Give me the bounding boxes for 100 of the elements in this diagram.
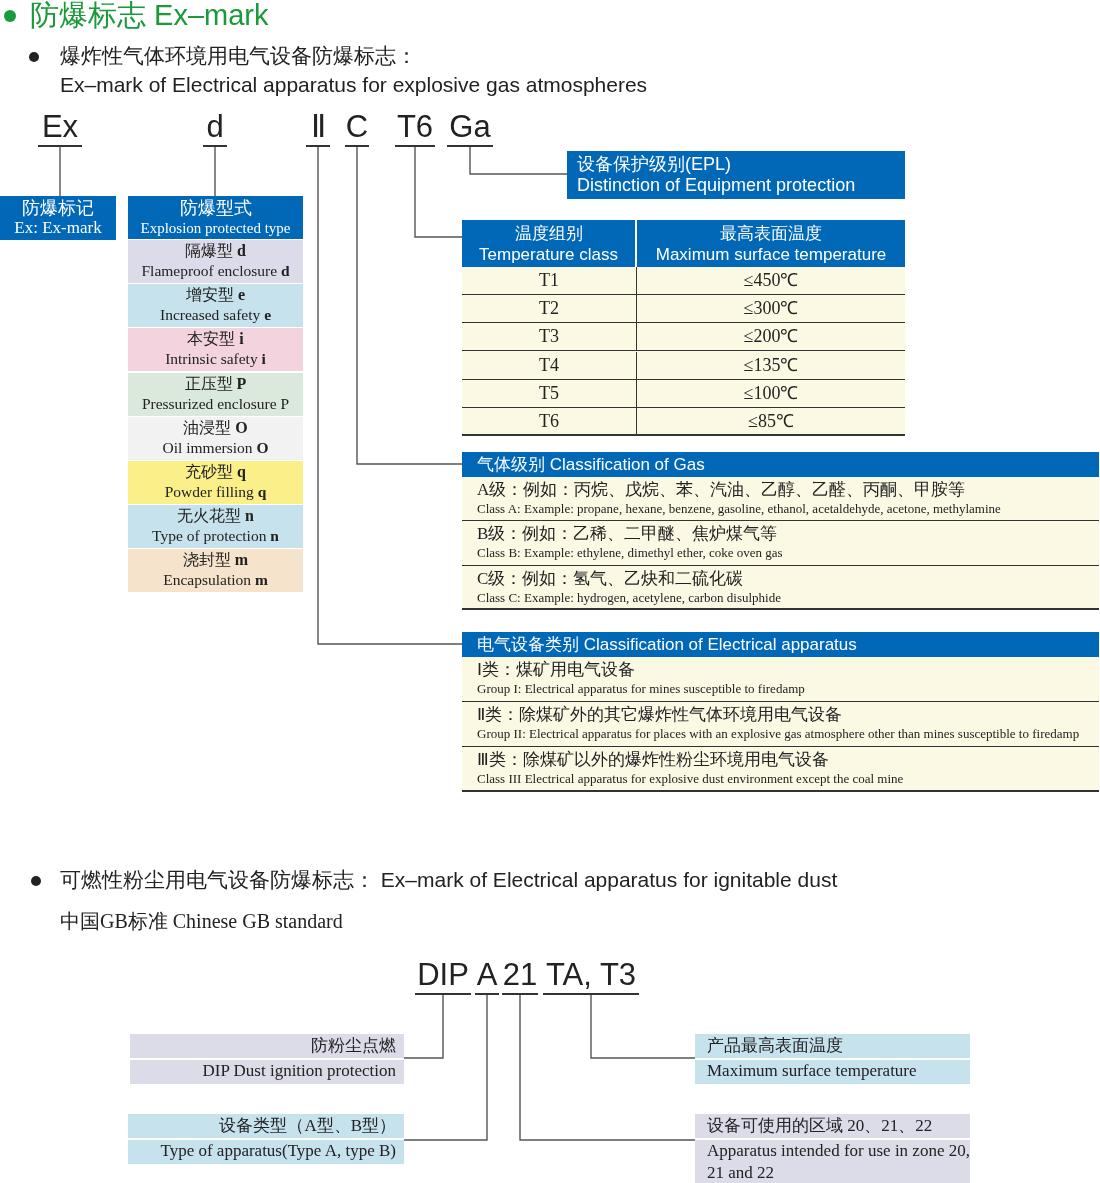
table-cell: T1 [462, 267, 637, 296]
row-title: 浇封型 m [181, 550, 250, 570]
table-cell: T6 [462, 407, 637, 436]
leader-line [403, 994, 488, 1141]
table-cell: T2 [462, 295, 637, 324]
leader-line [317, 146, 463, 645]
mark-code: DIP [415, 958, 471, 995]
row-title: 本安型 i [186, 329, 245, 349]
panel-header: 气体级别 Classification of Gas [462, 452, 1099, 477]
row-subtitle: Type of protection n [151, 526, 280, 546]
header-cell: 温度组别 Temperature class [462, 220, 637, 267]
table-cell: T4 [462, 351, 637, 380]
table-cell: ≤450℃ [637, 267, 905, 296]
row-note: Class A: Example: propane, hexane, benzene, gasoline, ethanol, acetaldehyde, acetone, methylamine [462, 500, 1099, 522]
type-row [128, 417, 303, 460]
classification-panel [462, 632, 1099, 792]
mark-code: Ⅱ [306, 110, 330, 147]
type-row [128, 284, 303, 327]
table-cell: ≤135℃ [637, 351, 905, 380]
label-text: Apparatus intended for use in zone 20, 21 and 22 [695, 1138, 970, 1183]
row-text: B级：例如：乙稀、二甲醚、焦炉煤气等 [476, 523, 779, 546]
label-text: Maximum surface temperature [695, 1058, 970, 1082]
label-text: 设备可使用的区域 20、21、22 [706, 1115, 934, 1137]
box-subtitle: Distinction of Equipment protection [577, 175, 856, 195]
row-subtitle: Increased safety e [159, 305, 272, 325]
label-box [130, 1034, 404, 1084]
mark-code: TA, T3 [543, 958, 639, 995]
row-title: 正压型 P [183, 374, 248, 394]
classification-panel [462, 452, 1099, 610]
page-title: 防爆标志 Ex–mark [30, 0, 269, 33]
row-title: 隔爆型 d [184, 241, 247, 261]
label-text: 产品最高表面温度 [706, 1035, 844, 1057]
row-title: 充砂型 q [184, 462, 247, 482]
mark-code: 21 [502, 958, 538, 995]
row-note: Class C: Example: hydrogen, acetylene, carbon disulphide [462, 588, 1099, 610]
subheading: 中国GB标准 Chinese GB standard [60, 909, 343, 934]
label-text: 防粉尘点燃 [310, 1035, 397, 1057]
row-note: Group I: Electrical apparatus for mines susceptible to firedamp [462, 680, 1099, 702]
table-cell: ≤85℃ [637, 407, 905, 436]
row-title: 油浸型 O [182, 418, 249, 438]
table-cell: ≤300℃ [637, 295, 905, 324]
row-title: 无火花型 n [176, 506, 255, 526]
label-box [128, 1114, 404, 1164]
header-box [567, 151, 905, 199]
subheading: 可燃性粉尘用电气设备防爆标志： Ex–mark of Electrical apparatus for ignitable dust [60, 867, 838, 893]
leader-line [590, 994, 696, 1059]
header-cell: 最高表面温度 Maximum surface temperature [637, 220, 905, 267]
row-subtitle: Encapsulation m [162, 570, 269, 590]
subheading: 爆炸性气体环境用电气设备防爆标志： [60, 43, 417, 69]
row-subtitle: Flameproof enclosure d [140, 261, 291, 281]
label-text: DIP Dust ignition protection [130, 1058, 404, 1082]
row-subtitle: Intrinsic safety i [164, 349, 267, 369]
type-row [128, 373, 303, 416]
header-box [0, 196, 116, 240]
leader-line [469, 146, 568, 175]
type-row [128, 461, 303, 504]
label-box [695, 1114, 970, 1183]
leader-line [414, 146, 463, 238]
mark-code: C [345, 110, 369, 147]
subheading: Ex–mark of Electrical apparatus for explosive gas atmospheres [60, 73, 648, 97]
mark-code: Ex [38, 110, 82, 147]
row-text: Ⅲ类：除煤矿以外的爆炸性粉尘环境用电气设备 [476, 749, 830, 771]
mark-code: d [203, 110, 227, 147]
row-subtitle: Powder filling q [163, 482, 268, 502]
box-title: 防爆型式 [178, 198, 253, 219]
row-note: Class B: Example: ethylene, dimethyl ether, coke oven gas [462, 544, 1099, 566]
row-text: Ⅱ类：除煤矿外的其它爆炸性气体环境用电气设备 [476, 704, 843, 726]
header-box [128, 196, 303, 239]
row-note: Group II: Electrical apparatus for places with an explosive gas atmosphere other than mines susceptible to firedamp [462, 725, 1099, 747]
type-row [128, 505, 303, 548]
row-text: A级：例如：丙烷、戊烷、苯、汽油、乙醇、乙醛、丙酮、甲胺等 [476, 479, 967, 501]
row-subtitle: Oil immersion O [161, 438, 270, 458]
type-row [128, 240, 303, 283]
label-text: 设备类型（A型、B型） [218, 1115, 397, 1137]
mark-code: T6 [395, 110, 435, 147]
row-title: 增安型 e [184, 285, 247, 305]
leader-line [59, 146, 61, 197]
row-note: Class III Electrical apparatus for explosive dust environment except the coal mine [462, 770, 1099, 792]
row-text: C级：例如：氢气、乙炔和二硫化碳 [476, 567, 745, 590]
mark-code: A [475, 958, 499, 995]
type-row [128, 328, 303, 371]
type-row [128, 549, 303, 592]
leader-line [356, 146, 463, 465]
box-subtitle: Explosion protected type [139, 219, 292, 238]
table-cell: ≤100℃ [637, 379, 905, 408]
row-subtitle: Pressurized enclosure P [140, 394, 291, 414]
label-box [695, 1034, 970, 1084]
leader-line [403, 994, 444, 1059]
temperature-table [462, 220, 905, 436]
mark-code: Ga [447, 110, 493, 147]
label-text: Type of apparatus(Type A, type B) [128, 1138, 404, 1162]
box-title: 设备保护级别(EPL) [577, 154, 731, 175]
panel-header: 电气设备类别 Classification of Electrical apparatus [462, 632, 1099, 657]
table-cell: T3 [462, 323, 637, 352]
box-subtitle: Ex: Ex-mark [13, 218, 103, 238]
table-cell: T5 [462, 379, 637, 408]
row-text: Ⅰ类：煤矿用电气设备 [476, 659, 636, 681]
table-cell: ≤200℃ [637, 323, 905, 352]
leader-line [214, 146, 216, 197]
leader-line [519, 994, 696, 1141]
